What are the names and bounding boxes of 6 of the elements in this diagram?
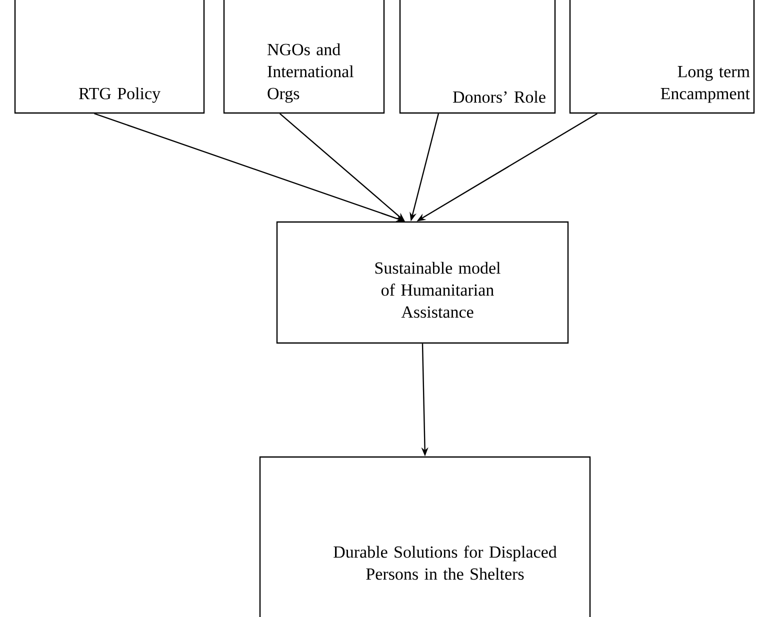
process-box: Sustainable model of Humanitarian Assistance: [276, 221, 569, 344]
process-box: Long term Encampment: [569, 0, 755, 114]
process-box: Durable Solutions for Displaced Persons in the Shelters: [259, 456, 591, 617]
process-box: RTG Policy: [14, 0, 205, 114]
process-box: NGOs and International Orgs: [223, 0, 385, 114]
process-box: Donors’ Role: [399, 0, 556, 114]
